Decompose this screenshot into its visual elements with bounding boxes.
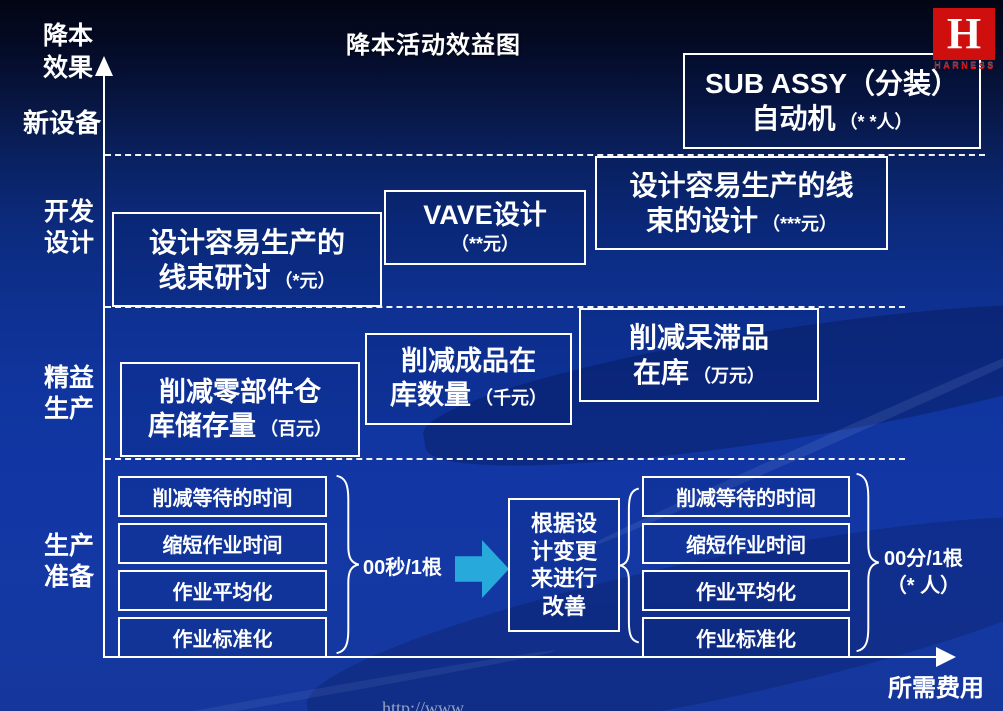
- y-axis-line: [103, 74, 105, 658]
- box-value-note: （**元）: [450, 234, 519, 255]
- box-text-line: 库数量: [390, 380, 471, 410]
- benefit-box-vave-design: VAVE设计 （**元）: [384, 190, 586, 265]
- logo-text: HARNESS: [934, 61, 996, 71]
- box-text-line: 削减成品在: [401, 346, 536, 377]
- task-box-work-leveling: 作业平均化: [118, 570, 327, 611]
- row-separator-dashed-line: [105, 306, 905, 308]
- category-label-production-preparation: 生产 准备: [43, 532, 94, 591]
- x-axis-label: 所需费用: [888, 675, 984, 702]
- row-separator-dashed-line: [105, 458, 905, 460]
- task-box-reduce-waiting-time: 削减等待的时间: [642, 476, 850, 517]
- row-separator-dashed-line: [105, 154, 985, 156]
- benefit-box-reduce-dead-stock: 削减呆滞品 在库 （万元）: [579, 308, 819, 402]
- rate-label-minutes-per-wire: 00分/1根 （* 人）: [884, 546, 963, 600]
- box-value-note: （百元）: [260, 418, 332, 439]
- x-axis-line: [103, 656, 937, 658]
- y-axis-arrowhead-icon: [95, 56, 113, 76]
- box-value-note: （* *人）: [839, 112, 913, 132]
- rate-label-seconds-per-wire: 00秒/1根: [363, 557, 442, 579]
- brace-icon: [854, 472, 880, 653]
- benefit-box-reduce-finished-goods-stock: 削减成品在 库数量 （千元）: [365, 333, 572, 425]
- box-text-line: VAVE设计: [423, 200, 547, 231]
- task-box-work-leveling: 作业平均化: [642, 570, 850, 611]
- box-text-line: 在库: [632, 357, 689, 388]
- task-box-shorten-work-time: 缩短作业时间: [118, 523, 327, 564]
- box-value-note: （*元）: [274, 270, 336, 291]
- benefit-box-reduce-parts-warehouse-stock: 削减零部件仓 库储存量 （百元）: [120, 362, 360, 457]
- category-label-new-equipment: 新设备: [22, 108, 101, 138]
- box-text-line: 库储存量: [148, 410, 256, 441]
- page-title: 降本活动效益图: [346, 32, 521, 59]
- box-text-line: 束的设计: [645, 205, 758, 236]
- task-box-reduce-waiting-time: 削减等待的时间: [118, 476, 327, 517]
- rate-label-line: （* 人）: [886, 575, 961, 597]
- category-label-lean-production: 精益 生产: [43, 364, 94, 423]
- box-text-line: 设计容易生产的线: [629, 170, 854, 201]
- watermark-url: http://www: [382, 698, 465, 711]
- box-value-note: （千元）: [475, 388, 547, 408]
- flow-arrow-icon: [455, 540, 509, 598]
- box-text-line: 设计容易生产的: [148, 226, 345, 258]
- task-box-shorten-work-time: 缩短作业时间: [642, 523, 850, 564]
- benefit-box-easy-production-harness-study: 设计容易生产的 线束研讨 （*元）: [112, 212, 382, 307]
- box-text-line: SUB ASSY（分装）: [704, 68, 960, 99]
- benefit-box-easy-production-harness-design: 设计容易生产的线 束的设计 （***元）: [595, 156, 888, 250]
- box-text-line: 线束研讨: [158, 261, 271, 293]
- box-text-line: 削减零部件仓: [159, 376, 321, 407]
- task-box-work-standardization: 作业标准化: [118, 617, 327, 658]
- box-text-line: 削减呆滞品: [628, 322, 769, 353]
- logo-letter: H: [933, 8, 995, 60]
- improvement-box-design-change: 根据设 计变更 来进行 改善: [508, 498, 620, 632]
- box-value-note: （万元）: [693, 366, 765, 386]
- logo: H HARNESS: [933, 8, 997, 71]
- y-axis-label: 降本 效果: [42, 22, 93, 82]
- box-text-line: 自动机: [751, 103, 836, 134]
- brace-icon: [334, 474, 360, 655]
- x-axis-arrowhead-icon: [936, 647, 956, 667]
- box-value-note: （***元）: [762, 214, 838, 234]
- rate-label-line: 00分/1根: [884, 548, 963, 570]
- brace-icon: [619, 487, 641, 644]
- category-label-development-design: 开发 设计: [43, 198, 94, 257]
- task-box-work-standardization: 作业标准化: [642, 617, 850, 658]
- benefit-box-sub-assy: SUB ASSY（分装） 自动机 （* *人）: [683, 53, 981, 149]
